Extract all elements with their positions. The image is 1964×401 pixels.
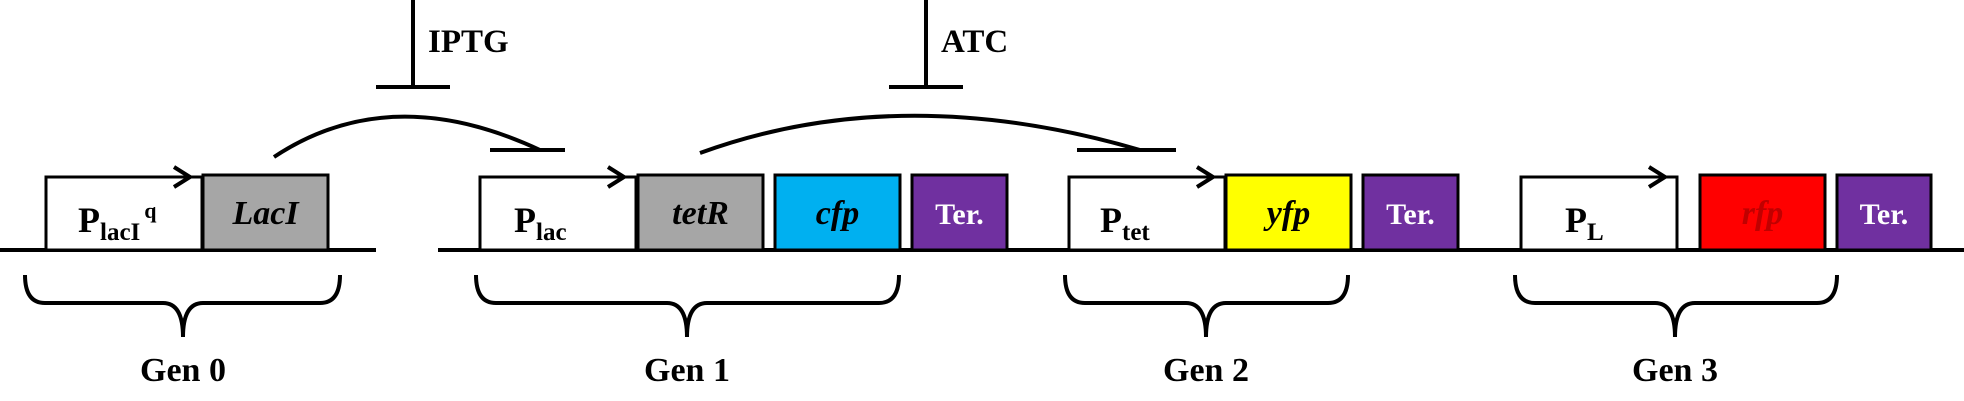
terminator-gen1: Ter. [910,173,1009,252]
gene-laci: LacI [201,173,330,252]
promoter-pl-label: PL [1565,200,1604,246]
gene-rfp: rfp [1698,173,1827,252]
gen0-label: Gen 0 [140,352,226,389]
iptg-label: IPTG [428,24,509,60]
promoter-plac-label: Plac [514,200,567,246]
gene-yfp-label: yfp [1263,195,1310,232]
promoter-ptet: Ptet [1067,165,1227,252]
promoter-plac: Plac [478,165,638,252]
gene-cfp-label: cfp [816,195,859,232]
gene-laci-label: LacI [231,195,300,232]
terminator-gen2: Ter. [1361,173,1460,252]
terminator-gen2-label: Ter. [1386,198,1435,231]
promoter-arrow-icon [478,175,622,250]
gen2-label: Gen 2 [1163,352,1249,389]
laci-represses-plac-arc [272,114,565,159]
gene-tetr: tetR [636,173,765,252]
terminator-gen1-label: Ter. [935,198,984,231]
gene-yfp: yfp [1224,173,1353,252]
atc-inhibition-symbol [889,0,963,89]
promoter-placiq-label: PlacIq [78,198,157,246]
gene-tetr-label: tetR [672,195,729,232]
iptg-inhibition-symbol [376,0,450,89]
gen2-bracket [1063,274,1350,338]
gen3-label: Gen 3 [1632,352,1718,389]
atc-label: ATC [941,24,1008,60]
gen3-bracket [1513,274,1839,338]
promoter-arrow-icon [1519,175,1663,250]
promoter-placiq: PlacIq [44,165,204,252]
gen1-label: Gen 1 [644,352,730,389]
tetr-represses-ptet-arc [699,113,1176,155]
gen0-bracket [23,274,342,338]
terminator-gen3: Ter. [1835,173,1933,252]
promoter-arrow-icon [1067,175,1211,250]
gene-rfp-label: rfp [1742,195,1784,232]
promoter-ptet-label: Ptet [1100,200,1150,246]
promoter-pl: PL [1519,165,1679,252]
promoter-arrow-icon [44,175,188,250]
gene-cfp: cfp [773,173,902,252]
terminator-gen3-label: Ter. [1860,198,1909,231]
gen1-bracket [474,274,901,338]
